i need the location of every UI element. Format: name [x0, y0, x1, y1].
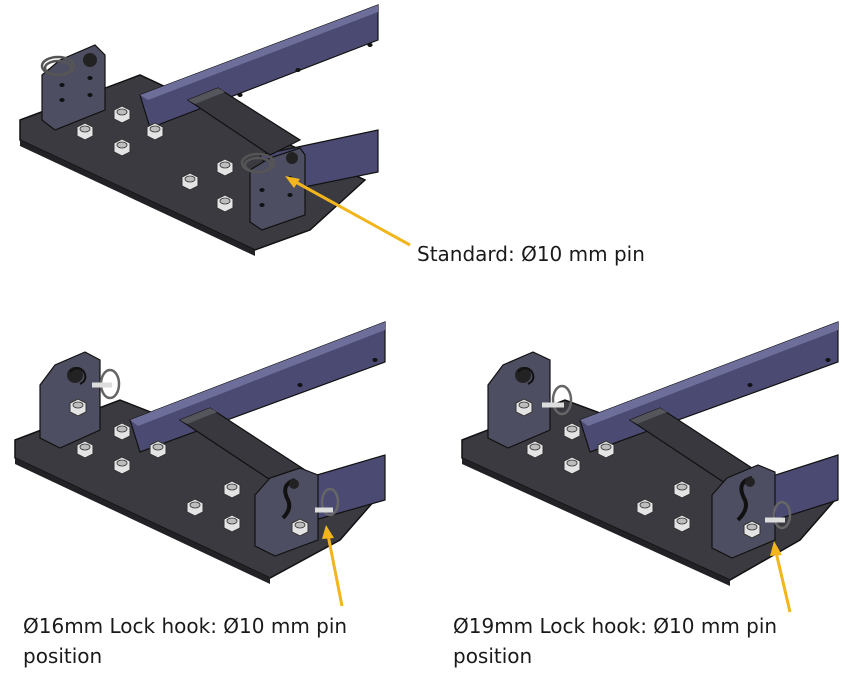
callout-arrow-lock16 — [326, 534, 344, 607]
lock16-assembly — [14, 321, 386, 607]
left-bracket — [487, 351, 551, 449]
caption-lock16-line-1: Ø16mm Lock hook: Ø10 mm pin — [23, 614, 348, 638]
caption-standard-line-1: Standard: Ø10 mm pin — [417, 242, 645, 266]
pin-ring-right — [320, 487, 340, 517]
lock19-assembly — [461, 321, 839, 613]
caption-lock19-line-1: Ø19mm Lock hook: Ø10 mm pin — [453, 614, 778, 638]
callout-arrow-lock19 — [774, 551, 792, 613]
standard-assembly — [19, 4, 411, 256]
caption-lock19-line-2: position — [453, 644, 533, 668]
caption-lock19: Ø19mm Lock hook: Ø10 mm pin position — [453, 611, 777, 671]
left-bracket — [39, 351, 101, 449]
right-bracket — [249, 147, 306, 231]
caption-lock16-line-2: position — [23, 644, 103, 668]
pin-ring-left — [551, 384, 573, 416]
callout-arrow-standard — [291, 178, 411, 247]
pin-ring-right — [772, 500, 792, 530]
caption-standard: Standard: Ø10 mm pin — [417, 239, 645, 269]
pin-ring-left — [40, 55, 76, 77]
caption-lock16: Ø16mm Lock hook: Ø10 mm pin position — [23, 611, 347, 671]
pin-ring-right — [240, 152, 276, 174]
